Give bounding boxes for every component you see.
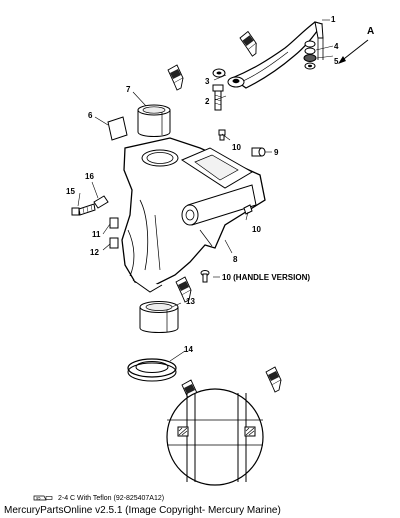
direction-arrow [338,39,369,64]
grease-tube [265,366,282,393]
washers-and-nut [303,40,317,70]
callout-13: 13 [186,297,195,306]
grease-fitting [218,129,226,141]
upper-bushing [137,104,171,137]
detail-view [166,388,264,486]
plug [93,195,109,209]
grease-fitting [200,270,210,283]
pad [109,217,119,229]
callout-9: 9 [274,148,279,157]
callout-12: 12 [90,248,99,257]
seal [127,358,177,382]
grease-fitting [243,204,253,215]
small-bushing [251,147,266,157]
callout-3: 3 [205,77,210,86]
callout-11: 11 [92,230,101,239]
callout-5: 5 [334,57,339,66]
legend: 95 2-4 C With Teflon (92-825407A12) [33,495,164,502]
legend-tube-mark: 95 [36,496,41,501]
legend-text: 2-4 C With Teflon (92-825407A12) [58,495,164,502]
copyright-notice: (Image Copyright- Mercury Marine) [125,505,281,516]
callout-4: 4 [334,42,339,51]
callout-16: 16 [85,172,94,181]
steering-arm [227,21,324,89]
callout-10-handle-version: 10 (HANDLE VERSION) [222,273,310,282]
wear-pad [107,116,128,141]
footer: MercuryPartsOnline v2.5.1 (Image Copyrig… [4,505,398,516]
pad [109,237,119,249]
callout-10: 10 [232,143,241,152]
callout-1: 1 [331,15,336,24]
callout-14: 14 [184,345,193,354]
callout-15: 15 [66,187,75,196]
callout-a: A [367,26,374,37]
grease-tube [167,64,184,91]
screw [71,203,96,216]
callout-8: 8 [233,255,238,264]
callout-10: 10 [252,225,261,234]
lower-bushing [139,301,179,333]
callout-7: 7 [126,85,131,94]
callout-6: 6 [88,111,93,120]
grease-tube [238,29,259,59]
swivel-bracket [121,137,266,293]
grease-tube-icon [33,495,47,501]
leader-lines [77,19,334,362]
callout-2: 2 [205,97,210,106]
app-version: MercuryPartsOnline v2.5.1 [4,505,123,516]
arm-bolt [212,68,226,111]
